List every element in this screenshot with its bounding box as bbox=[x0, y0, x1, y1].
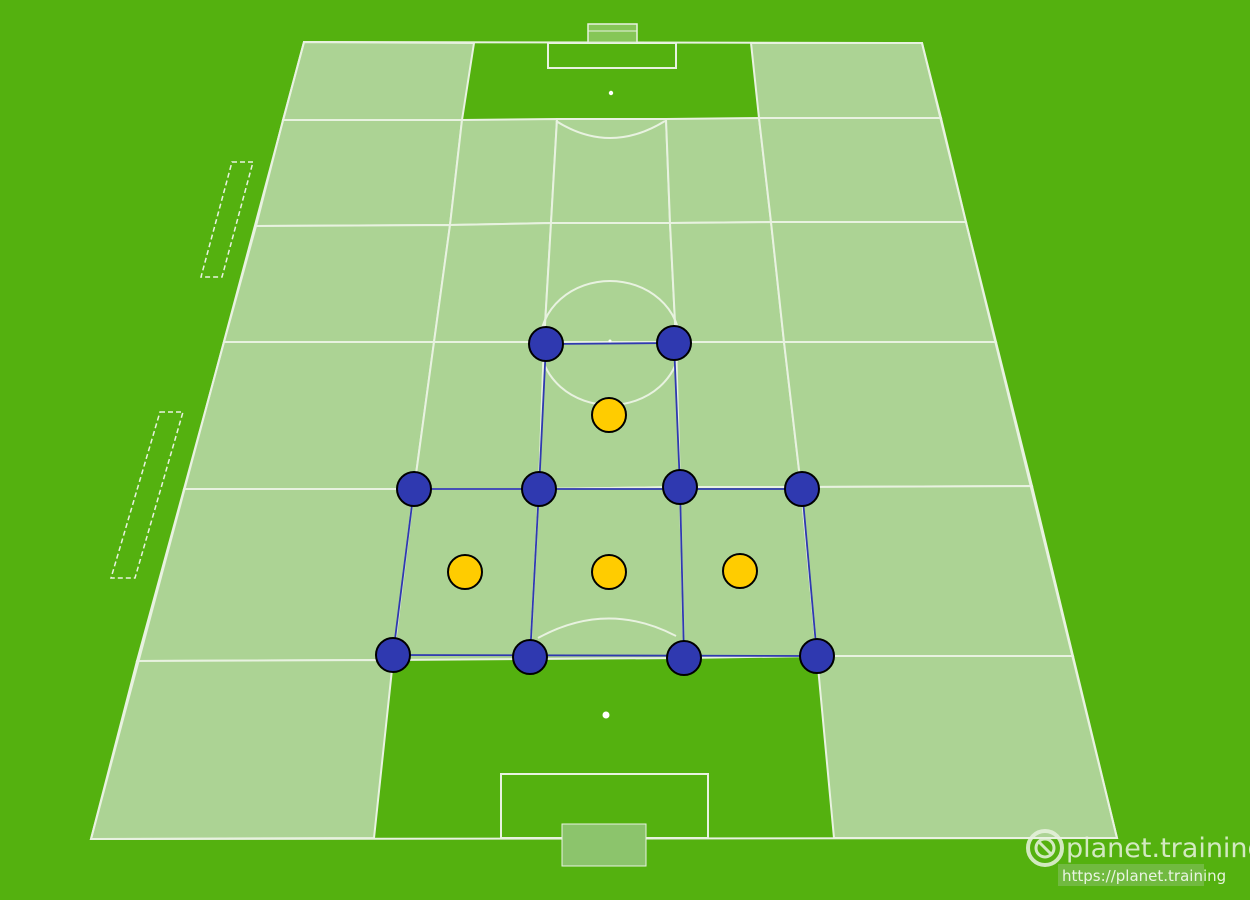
zone bbox=[815, 655, 1119, 839]
blue-player[interactable] bbox=[666, 640, 702, 676]
yellow-player[interactable] bbox=[591, 554, 627, 590]
zone bbox=[674, 341, 803, 488]
zone bbox=[542, 222, 678, 343]
zone bbox=[799, 484, 1075, 657]
zone bbox=[432, 221, 553, 343]
zone bbox=[757, 117, 968, 223]
connector-line bbox=[801, 488, 818, 657]
blue-player[interactable] bbox=[528, 326, 564, 362]
connector-line bbox=[538, 343, 547, 490]
team-blue bbox=[375, 325, 835, 676]
watermark-brand: planet.training bbox=[1066, 833, 1250, 864]
team-yellow bbox=[447, 397, 758, 590]
top-penalty-spot bbox=[608, 90, 614, 96]
center-spot bbox=[608, 339, 612, 343]
watermark: planet.training https://planet.training bbox=[1026, 829, 1250, 886]
zone bbox=[89, 658, 395, 841]
blue-player[interactable] bbox=[375, 637, 411, 673]
zone bbox=[549, 118, 672, 224]
blue-player[interactable] bbox=[521, 471, 557, 507]
connector-line bbox=[529, 488, 540, 658]
zone bbox=[254, 119, 464, 228]
blue-player[interactable] bbox=[799, 638, 835, 674]
planet-training-logo bbox=[1026, 829, 1064, 867]
watermark-url: https://planet.training bbox=[1062, 867, 1226, 885]
top-box-arc bbox=[555, 120, 666, 139]
pitch-zones bbox=[89, 40, 1119, 841]
yellow-player[interactable] bbox=[591, 397, 627, 433]
connector-line bbox=[673, 342, 681, 488]
pitch-outline bbox=[89, 40, 1119, 841]
connector-line bbox=[392, 654, 818, 657]
bench-area bbox=[200, 161, 254, 278]
zone bbox=[222, 223, 452, 343]
blue-player[interactable] bbox=[656, 325, 692, 361]
zone bbox=[182, 341, 436, 490]
blue-player[interactable] bbox=[662, 469, 698, 505]
zone bbox=[412, 341, 546, 490]
bottom-penalty-spot bbox=[602, 711, 610, 719]
bottom-box-arc bbox=[537, 617, 677, 639]
blue-player[interactable] bbox=[396, 471, 432, 507]
connector-line bbox=[545, 342, 675, 345]
bench-area bbox=[109, 411, 184, 579]
connector-line bbox=[679, 486, 685, 659]
blue-player[interactable] bbox=[512, 639, 548, 675]
top-goal bbox=[587, 23, 638, 44]
zone bbox=[668, 220, 786, 343]
connector-line bbox=[392, 488, 415, 656]
zone bbox=[448, 117, 559, 227]
bottom-goal bbox=[561, 823, 647, 867]
zone bbox=[782, 341, 1034, 489]
zone bbox=[664, 116, 773, 225]
zone bbox=[281, 40, 476, 121]
zone bbox=[749, 42, 943, 119]
zone bbox=[769, 221, 998, 343]
yellow-player[interactable] bbox=[447, 554, 483, 590]
blue-player[interactable] bbox=[784, 471, 820, 507]
yellow-player[interactable] bbox=[722, 553, 758, 589]
